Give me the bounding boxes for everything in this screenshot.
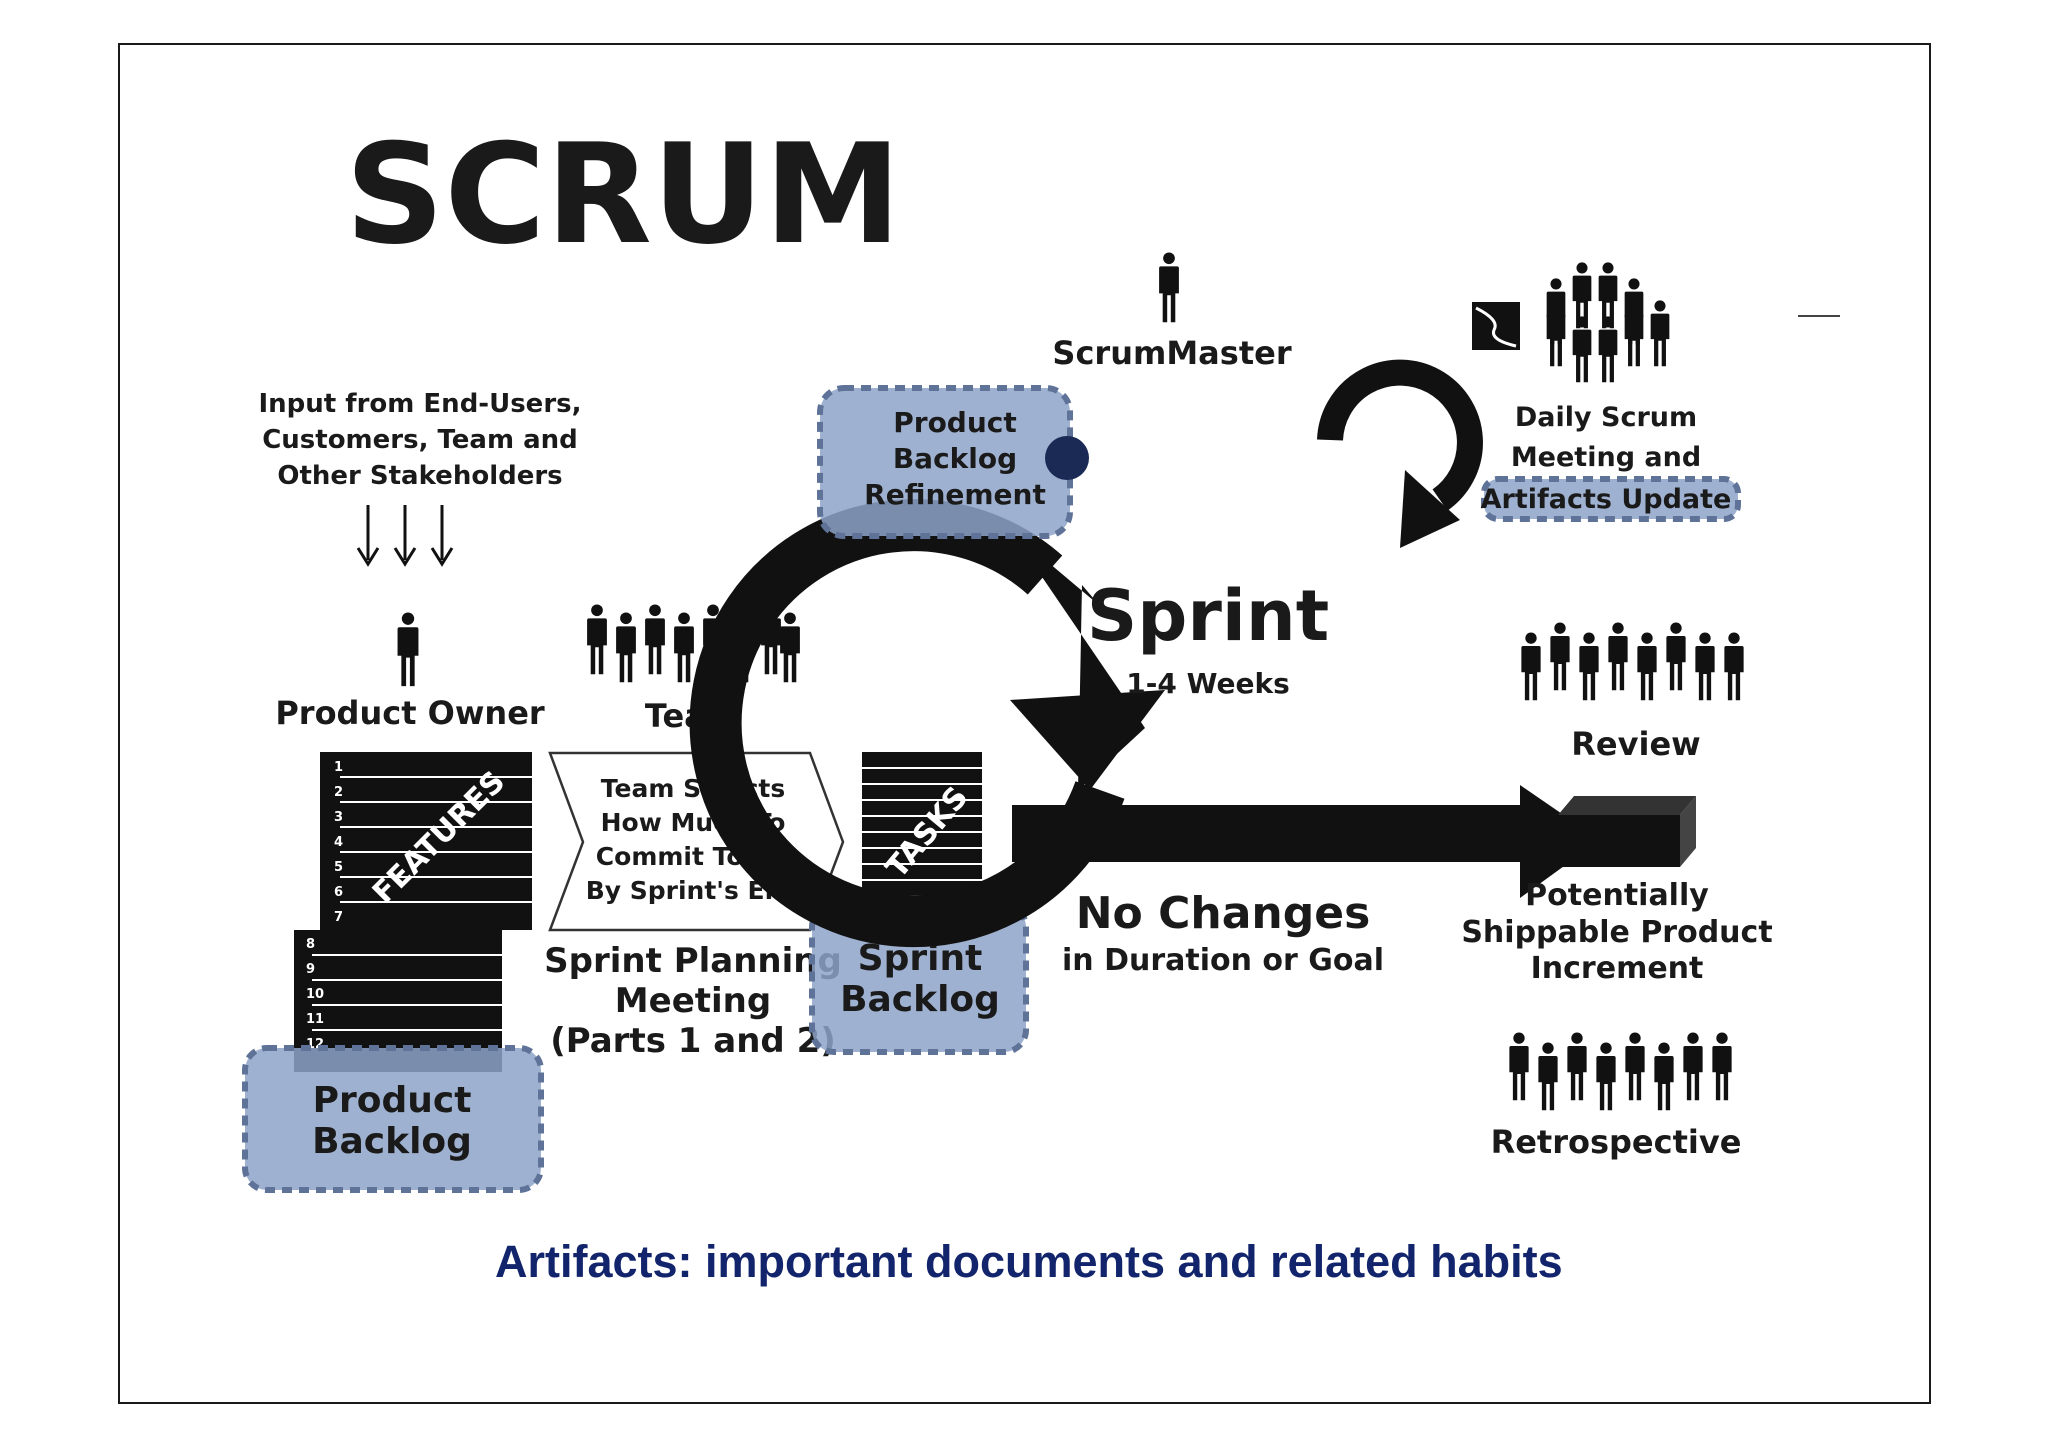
backlog-row-number: 2 — [334, 785, 343, 800]
no-changes-subtitle: in Duration or Goal — [1062, 943, 1384, 978]
refinement-label: Product Backlog Refinement — [864, 406, 1046, 511]
slide-caption: Artifacts: important documents and relat… — [495, 1236, 1563, 1287]
backlog-row-number: 8 — [306, 937, 315, 952]
review-icon — [1521, 622, 1744, 701]
retrospective-label: Retrospective — [1491, 1123, 1742, 1161]
backlog-row-number: 6 — [334, 885, 343, 900]
sprint-duration: 1-4 Weeks — [1126, 667, 1290, 700]
daily-scrum-icon — [1472, 262, 1670, 383]
increment-line: Shippable Product — [1461, 915, 1772, 950]
sprint-planning-label: Sprint Planning Meeting (Parts 1 and 2) — [544, 941, 842, 1061]
retrospective-icon — [1509, 1032, 1732, 1111]
daily-scrum-line: Meeting and — [1511, 442, 1701, 473]
sprint-planning-line: (Parts 1 and 2) — [550, 1021, 836, 1061]
daily-scrum-line: Daily Scrum — [1515, 402, 1697, 433]
artifacts-update-highlight — [1481, 476, 1741, 522]
sprint-backlog-label: Sprint Backlog — [840, 938, 1000, 1020]
review-label: Review — [1571, 725, 1700, 763]
sprint-backlog-line: Backlog — [840, 979, 1000, 1020]
refinement-line: Backlog — [893, 442, 1017, 475]
artifacts-update-label: Artifacts Update — [1481, 484, 1732, 515]
sprint-planning-line: Meeting — [615, 981, 771, 1021]
input-line: Other Stakeholders — [277, 461, 562, 491]
refinement-line: Product — [893, 406, 1017, 439]
product-backlog-stack: 1 2 3 4 5 6 7 8 9 10 11 12 FEATURES — [294, 752, 532, 1072]
backlog-row-number: 9 — [306, 962, 315, 977]
scrum-master-label: ScrumMaster — [1052, 334, 1291, 372]
product-backlog-line: Backlog — [312, 1121, 472, 1162]
scrum-master-icon — [1159, 252, 1179, 323]
increment-label: Potentially Shippable Product Increment — [1461, 878, 1772, 986]
input-block: Input from End-Users, Customers, Team an… — [259, 389, 582, 491]
product-backlog-line: Product — [313, 1080, 472, 1121]
product-backlog-label: Product Backlog — [312, 1080, 472, 1162]
increment-line: Increment — [1531, 951, 1704, 986]
backlog-row-number: 5 — [334, 860, 343, 875]
backlog-row-number: 11 — [306, 1012, 324, 1027]
product-owner-icon — [397, 612, 419, 687]
no-changes-title: No Changes — [1076, 888, 1371, 939]
sprint-planning-line: Sprint Planning — [544, 941, 842, 981]
refinement-line: Refinement — [864, 478, 1046, 511]
output-arrow — [1012, 785, 1600, 898]
backlog-row-number: 10 — [306, 987, 324, 1002]
input-arrows — [356, 505, 454, 567]
product-owner-label: Product Owner — [275, 694, 545, 732]
increment-line: Potentially — [1525, 878, 1709, 913]
backlog-row-number: 4 — [334, 835, 343, 850]
backlog-row-number: 7 — [334, 910, 343, 925]
backlog-row-number: 3 — [334, 810, 343, 825]
input-line: Input from End-Users, — [259, 389, 582, 419]
backlog-row-number: 1 — [334, 760, 343, 775]
refinement-dot — [1045, 436, 1089, 480]
page-title: SCRUM — [345, 114, 901, 275]
daily-scrum-label: Daily Scrum Meeting and — [1511, 402, 1701, 473]
sprint-title: Sprint — [1087, 575, 1329, 657]
input-line: Customers, Team and — [262, 425, 578, 455]
product-backlog-highlight — [242, 1045, 544, 1193]
increment-box-icon — [1558, 796, 1696, 867]
